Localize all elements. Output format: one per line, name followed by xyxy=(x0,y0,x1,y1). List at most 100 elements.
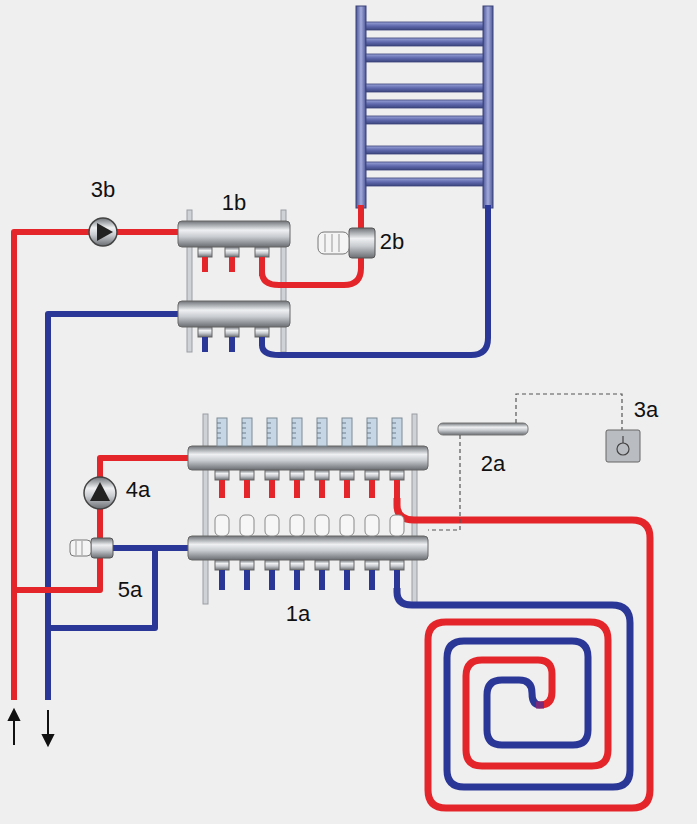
port-nut xyxy=(265,560,279,570)
flowmeter-tick xyxy=(242,438,246,439)
port-nut xyxy=(390,560,404,570)
flowmeter xyxy=(217,418,227,446)
port-stub xyxy=(394,480,400,498)
radiator-bar xyxy=(366,146,483,154)
return-pipe xyxy=(48,548,155,628)
pump xyxy=(84,477,116,509)
thermostat-dial xyxy=(617,443,629,455)
flowmeter xyxy=(342,418,352,446)
flowmeter xyxy=(367,418,377,446)
flowmeter-tick xyxy=(317,438,321,439)
port-stub xyxy=(244,570,250,590)
manifold-bar xyxy=(178,301,290,327)
port-stub xyxy=(219,570,225,590)
port-nut xyxy=(255,327,269,337)
flowmeter-tick xyxy=(217,433,221,434)
radiator-bar xyxy=(366,178,483,186)
callout-label: 2a xyxy=(481,453,505,475)
port-stub xyxy=(202,257,208,272)
port-stub xyxy=(294,570,300,590)
port-nut xyxy=(198,327,212,337)
port-nut xyxy=(215,470,229,480)
flowmeter-tick xyxy=(317,433,321,434)
port-nut xyxy=(225,247,239,257)
valve-cap xyxy=(390,515,404,536)
radiator-rail xyxy=(356,6,366,208)
port-stub xyxy=(344,570,350,590)
radiator-bar xyxy=(366,38,483,46)
radiator-rail xyxy=(483,6,493,208)
port-nut xyxy=(198,247,212,257)
radiator-bar xyxy=(366,54,483,62)
port-stub xyxy=(369,480,375,498)
port-nut xyxy=(365,470,379,480)
port-stub xyxy=(344,480,350,498)
pump-symbol xyxy=(97,223,113,241)
signal-wire xyxy=(428,435,460,530)
port-nut xyxy=(315,470,329,480)
radiator-bar xyxy=(366,22,483,30)
port-stub xyxy=(202,337,208,352)
valve-cap xyxy=(290,515,304,536)
manifold-ports xyxy=(198,247,404,590)
flowmeter xyxy=(392,418,402,446)
flowmeter-tick xyxy=(217,428,221,429)
thermostat-dial xyxy=(622,436,623,443)
port-stub xyxy=(259,337,265,346)
callout-label: 4a xyxy=(126,479,150,501)
head-rib xyxy=(325,234,326,252)
bracket xyxy=(412,414,417,604)
towel-radiator xyxy=(356,6,493,208)
flowmeter-tick xyxy=(317,423,321,424)
flowmeter-tick xyxy=(367,433,371,434)
loop-turn xyxy=(536,702,544,709)
floor-loop-return xyxy=(397,588,630,787)
port-stub xyxy=(259,257,265,276)
flowmeter-tick xyxy=(292,423,296,424)
manifold-bar xyxy=(188,536,428,560)
flowmeter-tick xyxy=(342,433,346,434)
flowmeter-tick xyxy=(392,433,396,434)
valve-cap xyxy=(340,515,354,536)
flowmeter-tick xyxy=(217,423,221,424)
callout-label: 2b xyxy=(380,231,404,253)
valve-cap xyxy=(365,515,379,536)
floor-loop-supply xyxy=(397,498,650,808)
port-nut xyxy=(290,560,304,570)
port-nut xyxy=(265,470,279,480)
callout-label: 5a xyxy=(118,579,142,601)
flowmeter-tick xyxy=(242,428,246,429)
flowmeter xyxy=(317,418,327,446)
radiator-bar xyxy=(366,116,483,124)
flowmeter-tick xyxy=(292,433,296,434)
return-pipe xyxy=(48,314,180,700)
flowmeter-tick xyxy=(267,428,271,429)
callout-label: 3a xyxy=(634,399,658,421)
radiator-bar xyxy=(366,100,483,108)
valve-cap xyxy=(215,515,229,536)
return-pipe xyxy=(112,545,190,551)
port-stub xyxy=(319,480,325,498)
flowmeter-tick xyxy=(342,438,346,439)
flowmeter-tick xyxy=(367,438,371,439)
flowmeter xyxy=(292,418,302,446)
port-nut xyxy=(340,560,354,570)
bracket xyxy=(203,414,208,604)
head-rib xyxy=(332,234,333,252)
port-nut xyxy=(340,470,354,480)
thermostatic-head xyxy=(318,232,349,254)
flowmeter-tick xyxy=(267,423,271,424)
port-nut xyxy=(240,470,254,480)
flowmeter-tick xyxy=(242,433,246,434)
valve-cap xyxy=(240,515,254,536)
radiator-valve xyxy=(349,228,375,258)
signal-wire xyxy=(516,394,622,430)
port-stub xyxy=(219,480,225,498)
flowmeter-tick xyxy=(267,433,271,434)
port-nut xyxy=(315,560,329,570)
head-rib xyxy=(76,541,77,555)
manifold-bar xyxy=(188,446,428,470)
thermostatic-head xyxy=(70,540,91,556)
